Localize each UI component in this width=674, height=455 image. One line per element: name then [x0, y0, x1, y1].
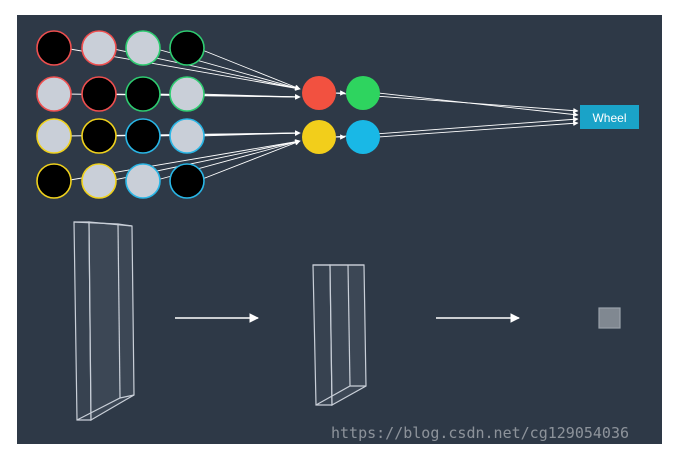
input-node [81, 163, 117, 199]
input-node [125, 118, 161, 154]
volume-reduction [73, 221, 621, 422]
green-node [346, 76, 380, 110]
yellow-node [302, 120, 336, 154]
output-label-box [580, 105, 639, 129]
input-node [36, 163, 72, 199]
medium-volume [312, 264, 367, 407]
input-node [169, 30, 205, 66]
input-node [125, 76, 161, 112]
input-node [36, 76, 72, 112]
watermark-text: https://blog.csdn.net/cg129054036 [331, 424, 630, 442]
connection-line [197, 47, 301, 90]
connection-line [197, 140, 301, 182]
large-volume [73, 221, 135, 422]
output-node: Wheel [580, 105, 639, 129]
input-node [81, 118, 117, 154]
input-node [169, 118, 205, 154]
input-node [36, 118, 72, 154]
connection-line [377, 120, 579, 138]
red-node [302, 76, 336, 110]
input-node [125, 163, 161, 199]
cyan-node [346, 120, 380, 154]
input-node [125, 30, 161, 66]
input-node [169, 163, 205, 199]
hidden-layer [302, 76, 380, 154]
output-label: Wheel [592, 111, 626, 125]
input-node [81, 76, 117, 112]
small-cube [598, 307, 621, 329]
connection-line [197, 130, 301, 137]
connection-line [197, 93, 301, 100]
input-node [169, 76, 205, 112]
input-node [81, 30, 117, 66]
connection-line [377, 92, 579, 118]
input-node-grid [36, 30, 205, 199]
input-node [36, 30, 72, 66]
